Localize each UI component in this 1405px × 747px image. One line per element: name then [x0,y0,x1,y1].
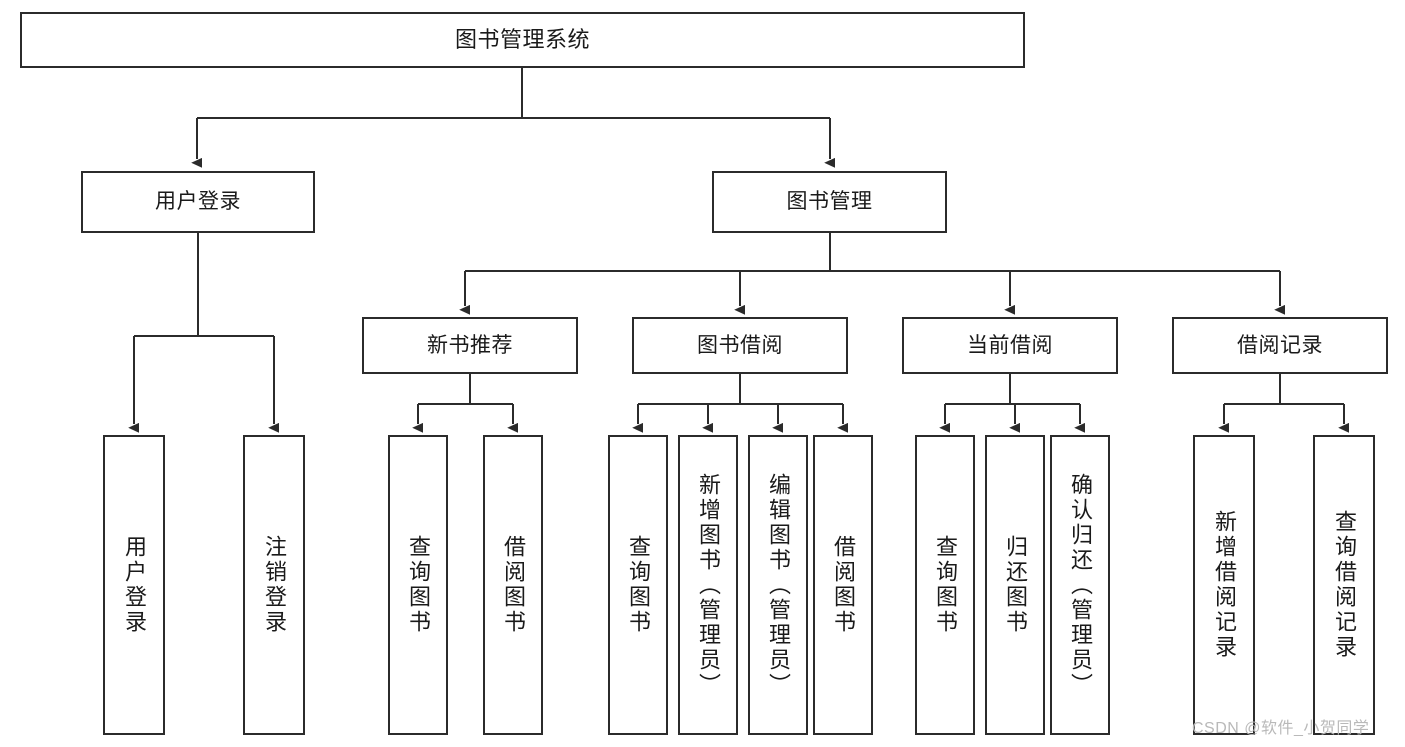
node-book-borrow[interactable]: 图书借阅 [632,317,848,374]
node-leaf-add-record-label: 新增借阅记录 [1212,510,1237,660]
node-leaf-edit-book[interactable]: 编辑图书（管理员） [748,435,808,735]
node-borrow-record-label: 借阅记录 [1237,333,1323,357]
node-leaf-query-record-label: 查询借阅记录 [1332,510,1357,660]
node-current-borrow-label: 当前借阅 [967,333,1053,357]
node-leaf-borrow-book-1[interactable]: 借阅图书 [483,435,543,735]
node-book-borrow-label: 图书借阅 [697,333,783,357]
node-leaf-add-book-label: 新增图书（管理员） [696,472,721,698]
node-user-login[interactable]: 用户登录 [81,171,315,233]
node-leaf-add-record[interactable]: 新增借阅记录 [1193,435,1255,735]
node-root[interactable]: 图书管理系统 [20,12,1025,68]
node-leaf-confirm-return-label: 确认归还（管理员） [1068,472,1093,698]
node-leaf-user-login[interactable]: 用户登录 [103,435,165,735]
node-leaf-query-record[interactable]: 查询借阅记录 [1313,435,1375,735]
node-leaf-query-book-2[interactable]: 查询图书 [608,435,668,735]
node-leaf-query-book-3[interactable]: 查询图书 [915,435,975,735]
node-book-manage-label: 图书管理 [786,190,873,214]
node-leaf-user-login-label: 用户登录 [122,535,147,635]
node-new-book-recommend-label: 新书推荐 [427,333,513,357]
node-leaf-confirm-return[interactable]: 确认归还（管理员） [1050,435,1110,735]
node-leaf-query-book-1-label: 查询图书 [406,535,431,635]
node-leaf-borrow-book-1-label: 借阅图书 [501,535,526,635]
node-new-book-recommend[interactable]: 新书推荐 [362,317,578,374]
node-leaf-edit-book-label: 编辑图书（管理员） [766,472,791,698]
node-book-manage[interactable]: 图书管理 [712,171,947,233]
node-leaf-return-book[interactable]: 归还图书 [985,435,1045,735]
node-leaf-borrow-book-2-label: 借阅图书 [831,535,856,635]
node-leaf-add-book[interactable]: 新增图书（管理员） [678,435,738,735]
node-user-login-label: 用户登录 [155,190,241,214]
node-leaf-query-book-1[interactable]: 查询图书 [388,435,448,735]
node-root-label: 图书管理系统 [454,26,590,52]
node-current-borrow[interactable]: 当前借阅 [902,317,1118,374]
node-leaf-borrow-book-2[interactable]: 借阅图书 [813,435,873,735]
node-borrow-record[interactable]: 借阅记录 [1172,317,1388,374]
node-leaf-query-book-2-label: 查询图书 [626,535,651,635]
node-leaf-query-book-3-label: 查询图书 [933,535,958,635]
node-leaf-logout-label: 注销登录 [262,535,287,635]
node-leaf-return-book-label: 归还图书 [1003,535,1028,635]
node-leaf-logout[interactable]: 注销登录 [243,435,305,735]
